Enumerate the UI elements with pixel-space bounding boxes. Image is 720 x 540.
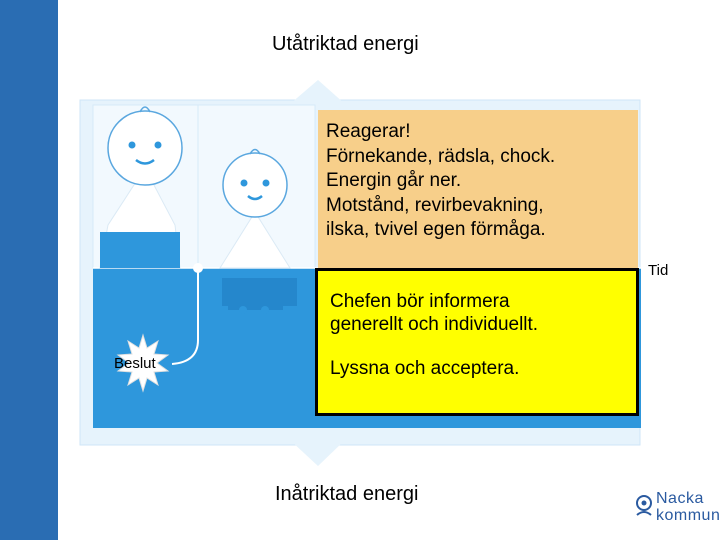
outward-energy-label: Utåtriktad energi (272, 33, 419, 55)
side-bar (0, 0, 58, 540)
beslut-starburst (116, 333, 170, 393)
reaction-box: Reagerar! Förnekande, rädsla, chock. Ene… (318, 110, 638, 268)
reaction-line: Förnekande, rädsla, chock. (326, 145, 556, 167)
reaction-line: Motstånd, revirbevakning, (326, 194, 544, 216)
reaction-line: Reagerar! (326, 121, 411, 142)
nacka-kommun-logo: Nacka kommun (634, 490, 720, 528)
advice-paragraph: Chefen bör informera generellt och indiv… (330, 290, 636, 336)
nacka-emblem-icon (636, 495, 652, 516)
inward-energy-label: Inåtriktad energi (275, 483, 419, 505)
decision-label: Beslut (114, 355, 156, 372)
advice-listen-line: Lyssna och acceptera. (330, 358, 520, 379)
time-label: Tid (648, 262, 669, 279)
logo-text: Nacka kommun (656, 490, 720, 524)
bottom-arrow (290, 440, 345, 466)
advice-line: Chefen bör informera (330, 291, 510, 312)
top-arrow (290, 80, 345, 104)
advice-box: Chefen bör informera generellt och indiv… (315, 268, 639, 416)
change-curve (171, 268, 199, 365)
logo-line: kommun (656, 507, 720, 524)
figure-left (99, 106, 183, 269)
curve-node (193, 263, 203, 273)
reaction-line: Energin går ner. (326, 170, 462, 191)
reaction-line: ilska, tvivel egen förmåga. (326, 219, 546, 240)
advice-line: generellt och individuellt. (330, 314, 539, 335)
figure-right (219, 148, 291, 314)
logo-line: Nacka (656, 490, 704, 507)
